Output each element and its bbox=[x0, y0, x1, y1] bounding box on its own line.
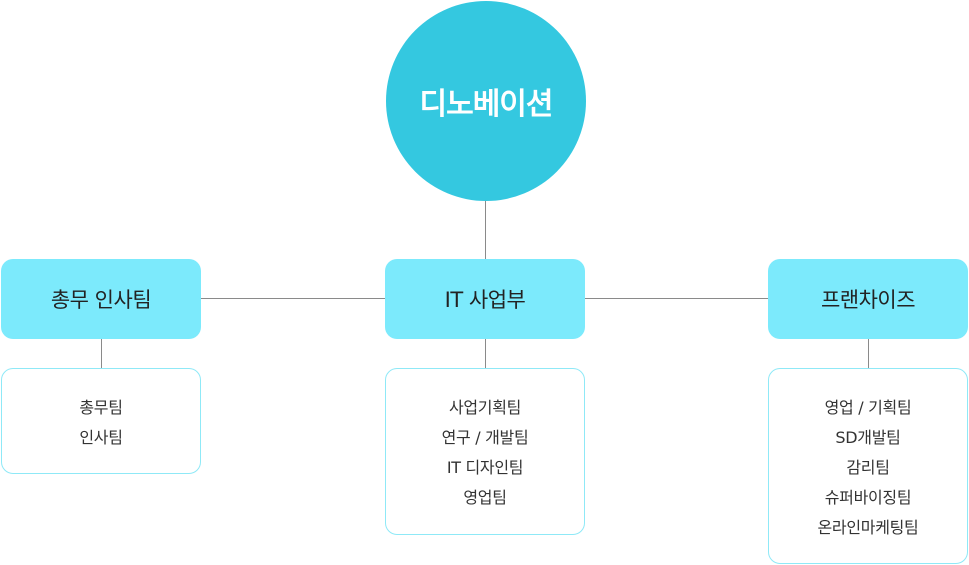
dept-label: IT 사업부 bbox=[444, 288, 526, 312]
team-box-general-affairs: 총무팀 인사팀 bbox=[1, 368, 201, 474]
dept-label: 프랜차이즈 bbox=[820, 288, 916, 312]
team-item: 총무팀 bbox=[79, 398, 123, 417]
org-root-node: 디노베이션 bbox=[386, 1, 586, 201]
team-item: 온라인마케팅팀 bbox=[817, 518, 919, 537]
team-item: SD개발팀 bbox=[835, 428, 901, 447]
team-item: 영업 / 기획팀 bbox=[824, 398, 912, 417]
dept-it-business: IT 사업부 bbox=[385, 259, 585, 339]
connector-dept3-teams bbox=[868, 339, 869, 368]
connector-horizontal-right bbox=[585, 298, 769, 299]
connector-horizontal-left bbox=[201, 298, 386, 299]
dept-general-affairs: 총무 인사팀 bbox=[1, 259, 201, 339]
team-box-franchise: 영업 / 기획팀 SD개발팀 감리팀 슈퍼바이징팀 온라인마케팅팀 bbox=[768, 368, 968, 564]
team-item: IT 디자인팀 bbox=[446, 458, 524, 477]
team-item: 슈퍼바이징팀 bbox=[824, 488, 912, 507]
team-item: 감리팀 bbox=[846, 458, 890, 477]
team-item: 연구 / 개발팀 bbox=[441, 428, 529, 447]
connector-dept2-teams bbox=[485, 339, 486, 368]
org-root-label: 디노베이션 bbox=[419, 87, 554, 122]
dept-label: 총무 인사팀 bbox=[50, 288, 152, 312]
team-item: 인사팀 bbox=[79, 428, 123, 447]
connector-root-to-dept bbox=[485, 201, 486, 259]
team-box-it-business: 사업기획팀 연구 / 개발팀 IT 디자인팀 영업팀 bbox=[385, 368, 585, 535]
connector-dept1-teams bbox=[101, 339, 102, 368]
team-item: 사업기획팀 bbox=[448, 398, 522, 417]
dept-franchise: 프랜차이즈 bbox=[768, 259, 968, 339]
team-item: 영업팀 bbox=[463, 488, 507, 507]
